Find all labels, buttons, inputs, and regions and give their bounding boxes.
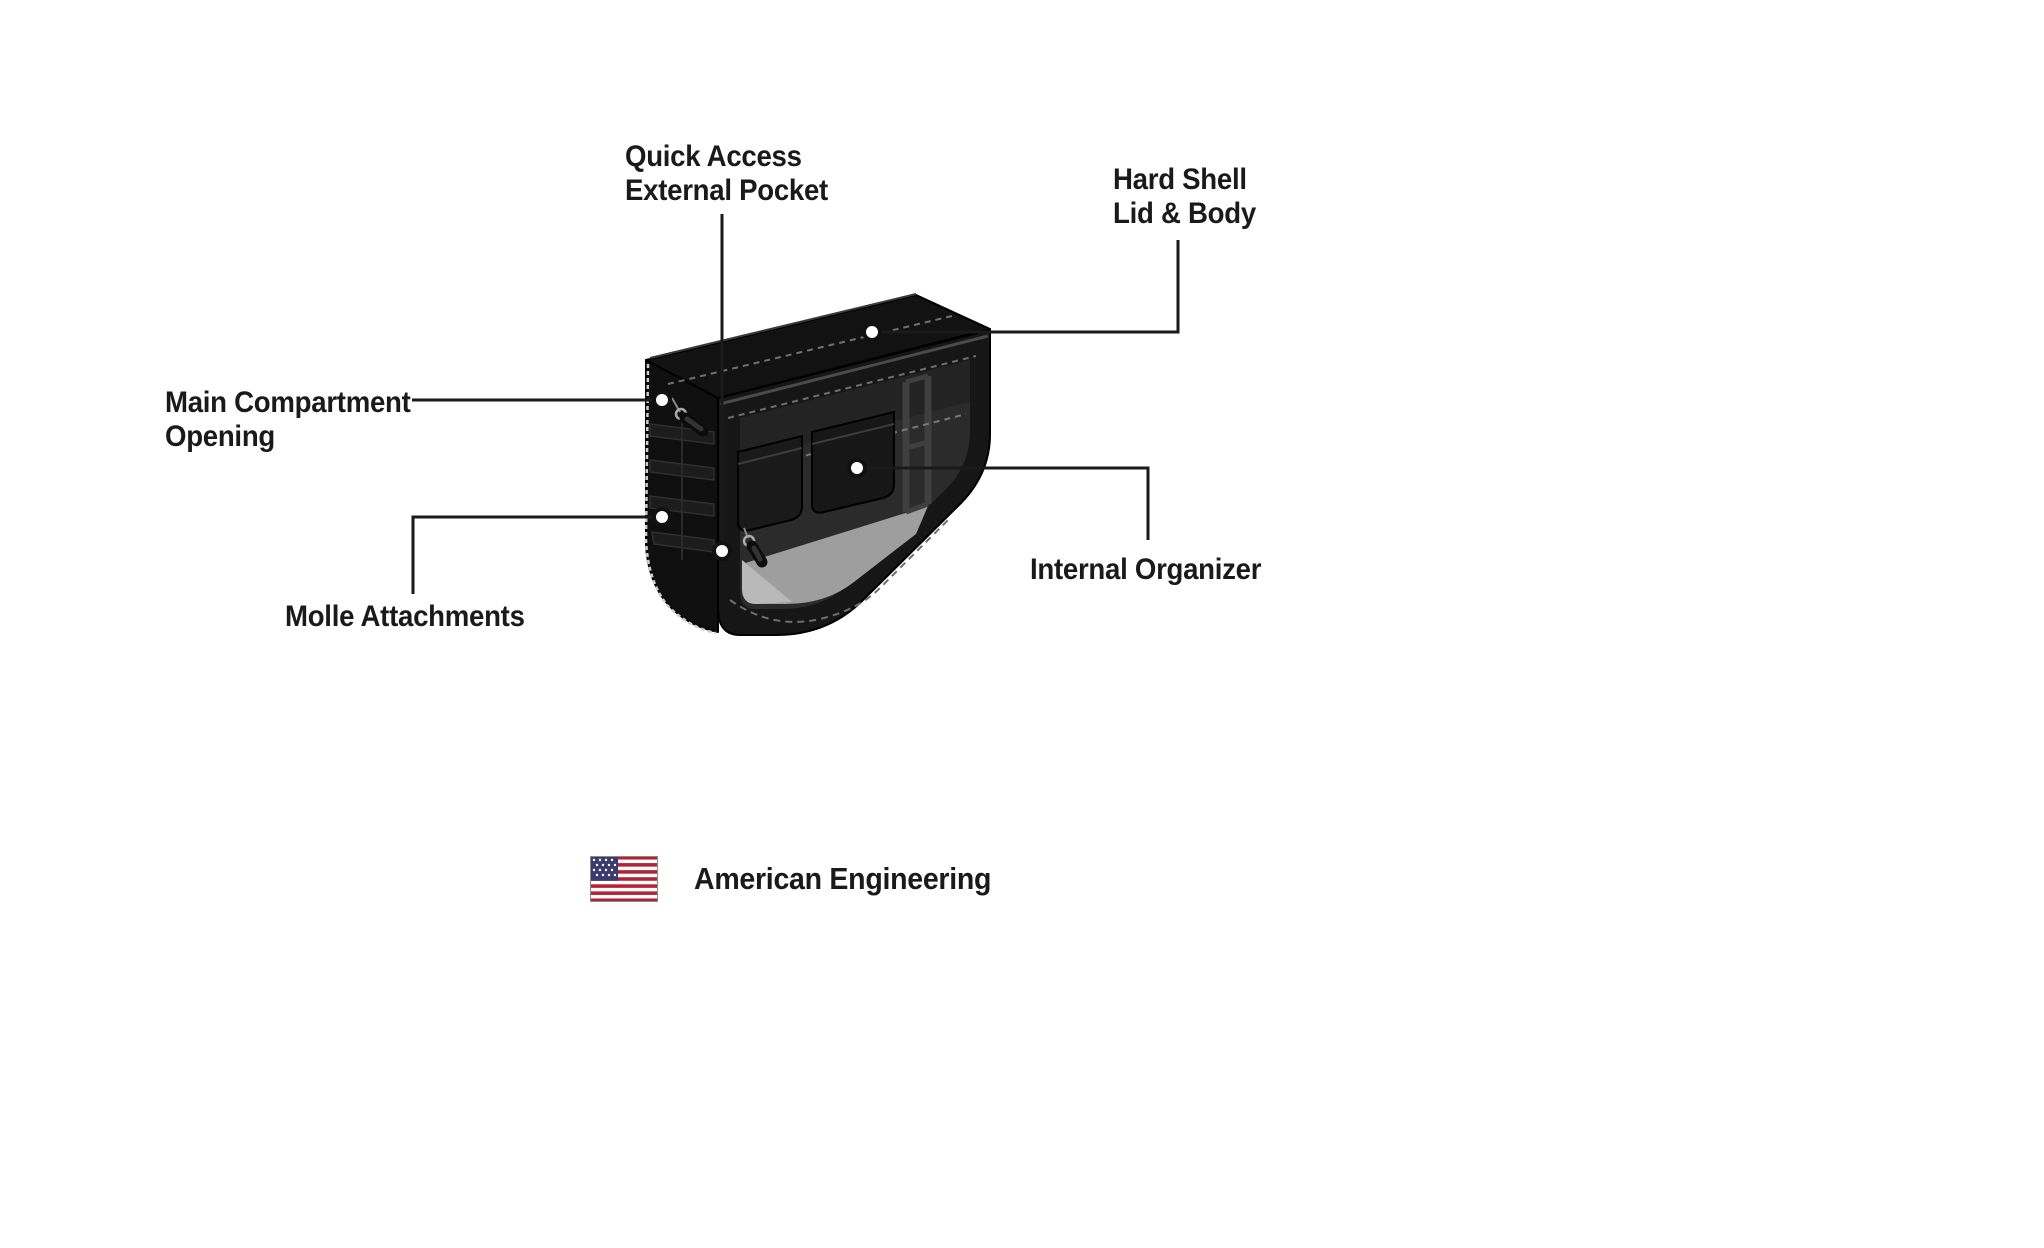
zipper-pull-top-icon [671,397,709,437]
footer-branding: American Engineering [590,856,1017,902]
callout-marker-quick-access [712,541,732,561]
callout-markers [652,322,882,561]
rim-line [719,334,989,406]
callout-marker-internal-organizer [847,458,867,478]
callout-marker-main-compartment [652,390,672,410]
interior-back-wall [740,360,970,460]
callout-line-molle [411,515,662,594]
callout-marker-molle [652,507,672,527]
callout-label-hard-shell: Hard Shell Lid & Body [1113,163,1256,230]
zipper-pull-front-icon [742,527,768,568]
callout-line-internal-organizer [865,466,1150,540]
callout-lines [411,214,1180,594]
us-flag-icon [590,856,658,902]
rim-stitch-line [727,355,977,419]
lid-top-highlight [649,293,917,359]
internal-pocket-right-flap [811,423,895,445]
footer-text: American Engineering [694,861,992,896]
main-zipper-track [644,363,717,635]
callout-marker-hard-shell [862,322,882,342]
organizer-frame [902,373,932,515]
internal-pocket-left-flap [737,447,803,465]
callout-label-quick-access-pocket: Quick Access External Pocket [625,140,828,207]
interior-floor [742,506,928,604]
molle-webbing [649,423,715,553]
lid-stitch-line [667,314,957,385]
callout-line-hard-shell [880,240,1180,334]
bag-illustration [644,293,991,636]
interior-front-lip [742,560,792,604]
callout-label-molle-attachments: Molle Attachments [285,600,525,633]
bottom-stitch-line [729,517,951,623]
callout-label-main-compartment: Main Compartment Opening [165,386,411,453]
callout-label-internal-organizer: Internal Organizer [1030,553,1262,586]
